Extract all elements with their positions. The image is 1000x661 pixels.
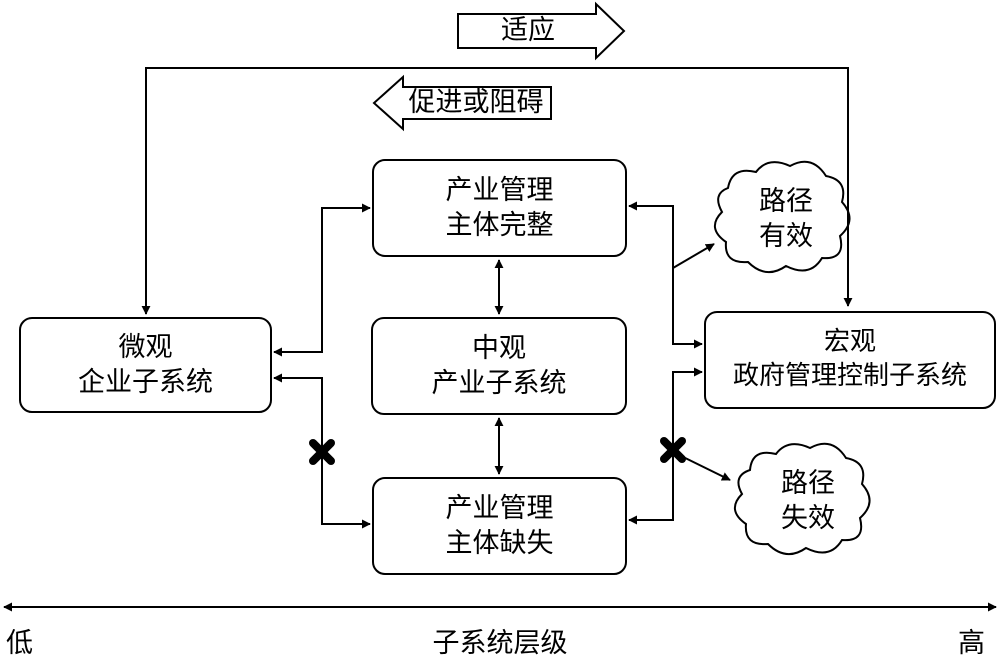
missing-line1: 产业管理 — [445, 492, 554, 524]
arrow-to-effective-cloud — [672, 243, 715, 269]
micro-subsystem-label: 微观 企业子系统 — [20, 318, 271, 412]
effective-line1: 路径 — [759, 185, 813, 217]
meso-line1: 中观 — [472, 332, 526, 364]
missing-line2: 主体缺失 — [445, 528, 554, 559]
macro-line2: 政府管理控制子系统 — [732, 361, 967, 391]
axis-low-label: 低 — [6, 628, 33, 659]
failure-line2: 失效 — [781, 503, 835, 534]
complete-mgmt-label: 产业管理 主体完整 — [373, 160, 626, 256]
missing-mgmt-label: 产业管理 主体缺失 — [373, 478, 626, 574]
complete-mgmt-box — [372, 159, 627, 257]
meso-line2: 产业子系统 — [431, 368, 567, 399]
macro-subsystem-label: 宏观 政府管理控制子系统 — [705, 312, 995, 408]
blocked-mark-left — [309, 439, 335, 465]
micro-subsystem-box — [19, 317, 272, 413]
failure-line1: 路径 — [781, 467, 835, 499]
micro-line1: 微观 — [118, 331, 173, 363]
effective-line2: 有效 — [759, 221, 813, 252]
meso-subsystem-box — [371, 317, 627, 415]
adapt-label: 适应 — [501, 15, 555, 46]
complete-line1: 产业管理 — [445, 174, 554, 206]
connector-micro-complete — [273, 203, 371, 357]
micro-line2: 企业子系统 — [78, 367, 213, 398]
meso-subsystem-label: 中观 产业子系统 — [372, 318, 626, 414]
failure-path-cloud — [734, 442, 871, 555]
blocked-mark-right — [660, 437, 686, 463]
complete-line2: 主体完整 — [445, 210, 554, 241]
macro-line1: 宏观 — [823, 327, 876, 358]
effective-path-cloud — [714, 160, 851, 273]
failure-cloud-label: 路径 失效 — [754, 456, 862, 546]
effective-cloud-label: 路径 有效 — [732, 174, 840, 264]
promote-block-arrow — [372, 74, 552, 132]
axis-title: 子系统层级 — [432, 628, 568, 659]
missing-mgmt-box — [372, 477, 627, 575]
adapt-block-arrow — [457, 1, 626, 61]
axis-high-label: 高 — [958, 628, 985, 659]
feedback-line-macro-to-micro — [141, 67, 853, 315]
promote-label: 促进或阻碍 — [408, 87, 544, 118]
connector-complete-macro — [628, 201, 703, 349]
